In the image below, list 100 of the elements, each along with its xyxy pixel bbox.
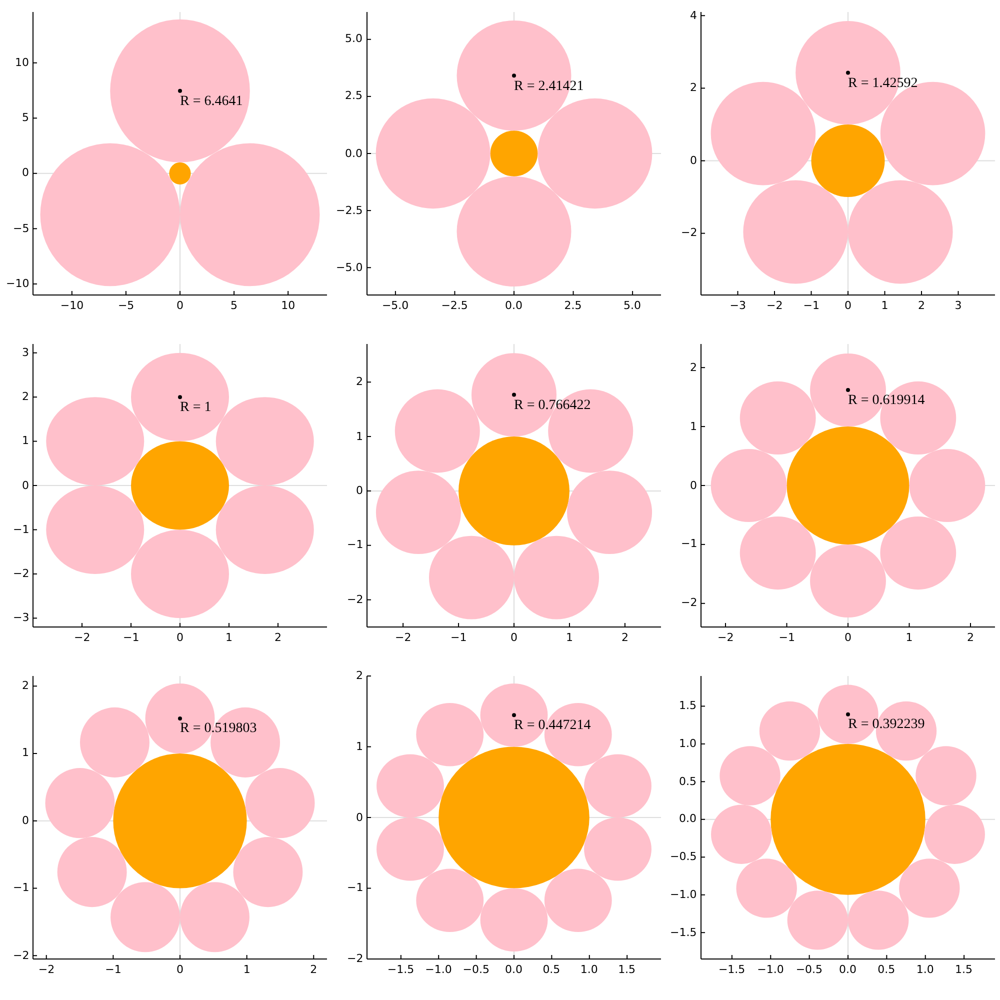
tick-label: −2: [74, 632, 90, 644]
tick-label: 1: [906, 632, 913, 644]
radius-label: R = 0.447214: [514, 719, 591, 734]
tick-label: −3: [730, 300, 746, 312]
tick-label: 0: [22, 480, 29, 492]
tick-label: −1.0: [425, 964, 452, 976]
tick-label: 1: [22, 435, 29, 448]
tick-label: −1: [778, 632, 795, 644]
tick-label: 1: [690, 420, 697, 433]
tick-label: −10: [60, 300, 84, 312]
tick-label: 2.5: [345, 90, 362, 102]
radius-label: R = 1.42592: [848, 76, 918, 91]
tick-label: −2.5: [336, 204, 363, 217]
tick-label: −2: [766, 300, 783, 312]
tick-label: 2: [22, 680, 29, 692]
tick-label: −0.5: [796, 964, 823, 976]
tick-label: 3: [954, 300, 962, 312]
radius-label: R = 0.519803: [180, 722, 257, 736]
tick-label: 0: [690, 480, 697, 492]
tick-label: 1.5: [679, 700, 696, 712]
tick-label: −2: [38, 964, 55, 976]
tick-label: −5.0: [382, 300, 409, 312]
radius-label: R = 1: [180, 401, 212, 416]
tick-label: −1.5: [387, 964, 414, 976]
tick-label: 0: [844, 300, 852, 312]
tick-label: −1.5: [670, 926, 697, 939]
tick-label: −5: [118, 300, 134, 312]
tick-label: 2: [690, 82, 697, 94]
tick-label: −1.0: [670, 888, 697, 901]
tick-label: 5.0: [624, 300, 642, 312]
tick-label: 0.0: [839, 964, 856, 976]
tick-label: −2: [347, 594, 364, 606]
tick-label: −1.0: [757, 964, 784, 976]
tick-label: 2: [356, 670, 363, 682]
tick-label: 5: [22, 112, 29, 124]
tick-label: −5: [13, 222, 30, 235]
tick-label: 1.5: [618, 964, 636, 976]
tick-label: −1: [13, 524, 30, 536]
tick-label: −2: [347, 953, 364, 965]
tick-label: −2.5: [441, 300, 468, 312]
radius-label: R = 0.619914: [848, 394, 925, 408]
tick-label: 0: [356, 812, 363, 824]
tick-label: 0: [176, 964, 184, 976]
radius-label: R = 0.392239: [848, 718, 925, 732]
tick-label: −2: [681, 597, 698, 610]
tick-label: 1: [22, 747, 29, 760]
tick-label: 1.0: [679, 738, 696, 750]
tick-label: 0.5: [542, 964, 560, 976]
tick-label: 0: [510, 632, 518, 644]
tick-label: 2: [356, 376, 363, 388]
tick-label: 0: [22, 167, 29, 180]
tick-label: 0: [690, 154, 697, 167]
tick-label: 0: [22, 814, 29, 827]
tick-label: 0: [176, 632, 184, 644]
tick-label: 0.0: [505, 300, 522, 312]
tick-label: −2: [13, 568, 30, 580]
tick-label: 1: [356, 430, 363, 443]
tick-label: 3: [22, 346, 29, 359]
tick-label: 2: [967, 632, 974, 644]
tick-label: 1: [356, 740, 363, 753]
tick-label: −1: [450, 632, 467, 644]
tick-label: −1: [13, 882, 30, 894]
tick-label: −1: [105, 964, 122, 976]
tick-label: 2: [621, 632, 628, 644]
tick-label: 1: [881, 300, 888, 312]
tick-label: 5: [230, 300, 238, 312]
tick-label: −0.5: [670, 851, 697, 864]
tick-label: 0: [356, 484, 363, 497]
tick-label: 2: [310, 964, 318, 976]
tick-label: 2.5: [564, 300, 582, 312]
radius-label: R = 2.41421: [514, 80, 584, 94]
tick-label: −1: [803, 300, 820, 312]
tick-label: 0.0: [679, 813, 696, 826]
tick-label: −1: [123, 632, 140, 644]
tick-label: 0.5: [878, 964, 896, 976]
tick-label: 0.0: [345, 148, 362, 160]
tick-label: 1.5: [955, 964, 973, 976]
tick-label: 4: [690, 10, 697, 22]
tick-label: 1: [566, 632, 573, 644]
tick-label: 5.0: [345, 33, 362, 46]
tick-label: −2: [718, 632, 734, 644]
tick-label: −5.0: [336, 262, 363, 274]
tick-label: −0.5: [462, 964, 490, 976]
tick-label: −1: [347, 882, 364, 894]
tick-label: 10: [281, 300, 296, 312]
tick-label: 0: [844, 632, 852, 644]
tick-label: 0.0: [505, 964, 522, 976]
tick-label: 2: [22, 391, 29, 404]
radius-label: R = 0.766422: [514, 398, 591, 413]
tick-label: 0: [176, 300, 184, 312]
tick-label: 2: [918, 300, 925, 312]
tick-label: −10: [6, 278, 30, 290]
tick-label: 10: [15, 56, 29, 69]
tick-label: −2: [395, 632, 412, 644]
radius-label: R = 6.4641: [180, 94, 243, 109]
tick-label: −1: [681, 538, 698, 550]
tick-label: −1: [347, 539, 364, 552]
tick-label: 1.0: [916, 964, 934, 976]
tick-label: 2: [274, 632, 282, 644]
tick-label: 0.5: [679, 776, 696, 788]
